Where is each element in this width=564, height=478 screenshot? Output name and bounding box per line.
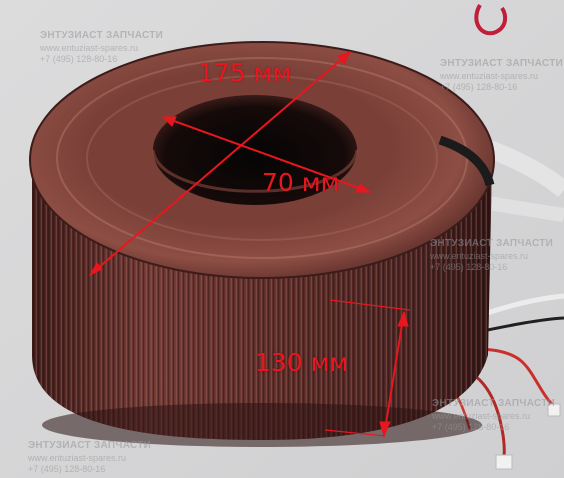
outer-diameter-line <box>89 51 351 276</box>
height-label: 130 мм <box>255 348 349 377</box>
measurement-lines <box>88 51 411 438</box>
inner-diameter-label: 70 мм <box>262 168 340 197</box>
red-hook <box>474 3 508 36</box>
height-line <box>383 311 405 437</box>
inner-diameter-line <box>162 116 371 193</box>
toroid-coil <box>29 41 495 447</box>
outer-diameter-label: 175 мм <box>198 58 292 87</box>
